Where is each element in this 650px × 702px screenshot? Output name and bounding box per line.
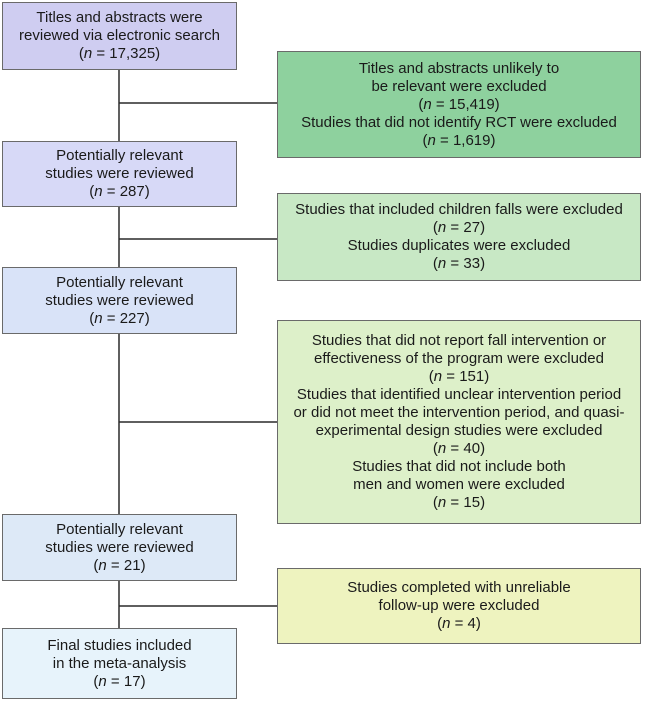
exclusion-box-2: Studies that included children falls wer… — [277, 193, 641, 281]
step-text: in the meta-analysis — [52, 654, 187, 672]
count-value: 17 — [123, 672, 141, 690]
exclusion-text: or did not meet the intervention period,… — [293, 404, 625, 421]
equals-sign: = — [102, 309, 120, 327]
exclusion-text: Studies duplicates were excluded — [347, 237, 571, 254]
equals-sign: = — [446, 255, 464, 272]
exclusion-text: Studies that included children falls wer… — [295, 201, 623, 218]
n-symbol: n — [437, 255, 447, 272]
equals-sign: = — [442, 368, 460, 385]
exclusion-text: effectiveness of the program were exclud… — [314, 350, 604, 367]
n-symbol: n — [437, 219, 447, 236]
equals-sign: = — [450, 615, 468, 632]
count-label: (n = 40) — [432, 440, 486, 457]
step-text: Potentially relevant — [56, 273, 183, 291]
step-text: Potentially relevant — [56, 520, 183, 538]
equals-sign: = — [106, 672, 124, 690]
n-symbol: n — [442, 615, 451, 632]
exclusion-text: Studies that did not report fall interve… — [311, 332, 607, 349]
count-label: (n = 4) — [437, 615, 481, 632]
n-symbol: n — [437, 494, 447, 511]
n-symbol: n — [98, 556, 107, 574]
count-value: 15,419 — [448, 95, 495, 113]
n-symbol: n — [83, 45, 93, 62]
count-label: (n = 33) — [432, 255, 486, 272]
n-symbol: n — [427, 131, 436, 149]
exclusion-text: Studies completed with unreliable — [347, 579, 571, 596]
count-value: 27 — [463, 219, 481, 236]
count-label: (n = 21) — [93, 556, 146, 574]
count-value: 21 — [123, 556, 141, 574]
n-symbol: n — [437, 440, 447, 457]
count-label: (n = 15) — [432, 494, 486, 511]
exclusion-text: Studies that did not include both — [352, 458, 566, 475]
equals-sign: = — [92, 45, 110, 62]
count-label: (n = 17,325) — [78, 45, 161, 62]
step-text: Final studies included — [47, 636, 192, 654]
count-label: (n = 17) — [93, 672, 146, 690]
step-text: studies were reviewed — [45, 538, 194, 556]
exclusion-text: Titles and abstracts unlikely to — [358, 59, 560, 77]
exclusion-text: Studies that identified unclear interven… — [296, 386, 622, 403]
exclusion-text: experimental design studies were exclude… — [315, 422, 603, 439]
exclusion-text: Studies that did not identify RCT were e… — [301, 113, 617, 131]
equals-sign: = — [446, 494, 464, 511]
count-value: 227 — [119, 309, 145, 327]
count-label: (n = 27) — [432, 219, 486, 236]
count-value: 1,619 — [452, 131, 491, 149]
exclusion-box-3: Studies that did not report fall interve… — [277, 320, 641, 524]
equals-sign: = — [446, 440, 464, 457]
equals-sign: = — [446, 219, 464, 236]
step-text: studies were reviewed — [45, 165, 194, 182]
n-symbol: n — [94, 183, 103, 200]
count-value: 15 — [463, 494, 481, 511]
n-symbol: n — [94, 309, 103, 327]
count-label: (n = 1,619) — [422, 131, 496, 149]
count-value: 40 — [463, 440, 481, 457]
exclusion-text: be relevant were excluded — [371, 77, 547, 95]
equals-sign: = — [102, 183, 120, 200]
step-text: Potentially relevant — [56, 147, 183, 164]
count-label: (n = 287) — [89, 183, 150, 200]
count-value: 4 — [467, 615, 476, 632]
equals-sign: = — [106, 556, 124, 574]
equals-sign: = — [431, 95, 449, 113]
count-label: (n = 151) — [428, 368, 490, 385]
n-symbol: n — [423, 95, 432, 113]
count-value: 33 — [463, 255, 481, 272]
step-text: Titles and abstracts were — [36, 9, 203, 26]
step-text: reviewed via electronic search — [19, 27, 220, 44]
n-symbol: n — [98, 672, 107, 690]
count-label: (n = 15,419) — [418, 95, 500, 113]
count-value: 17,325 — [109, 45, 156, 62]
exclusion-text: men and women were excluded — [353, 476, 565, 493]
count-value: 287 — [119, 183, 145, 200]
exclusion-text: follow-up were excluded — [378, 597, 540, 614]
n-symbol: n — [433, 368, 443, 385]
equals-sign: = — [435, 131, 453, 149]
count-value: 151 — [459, 368, 485, 385]
step-text: studies were reviewed — [45, 291, 194, 309]
count-label: (n = 227) — [89, 309, 150, 327]
